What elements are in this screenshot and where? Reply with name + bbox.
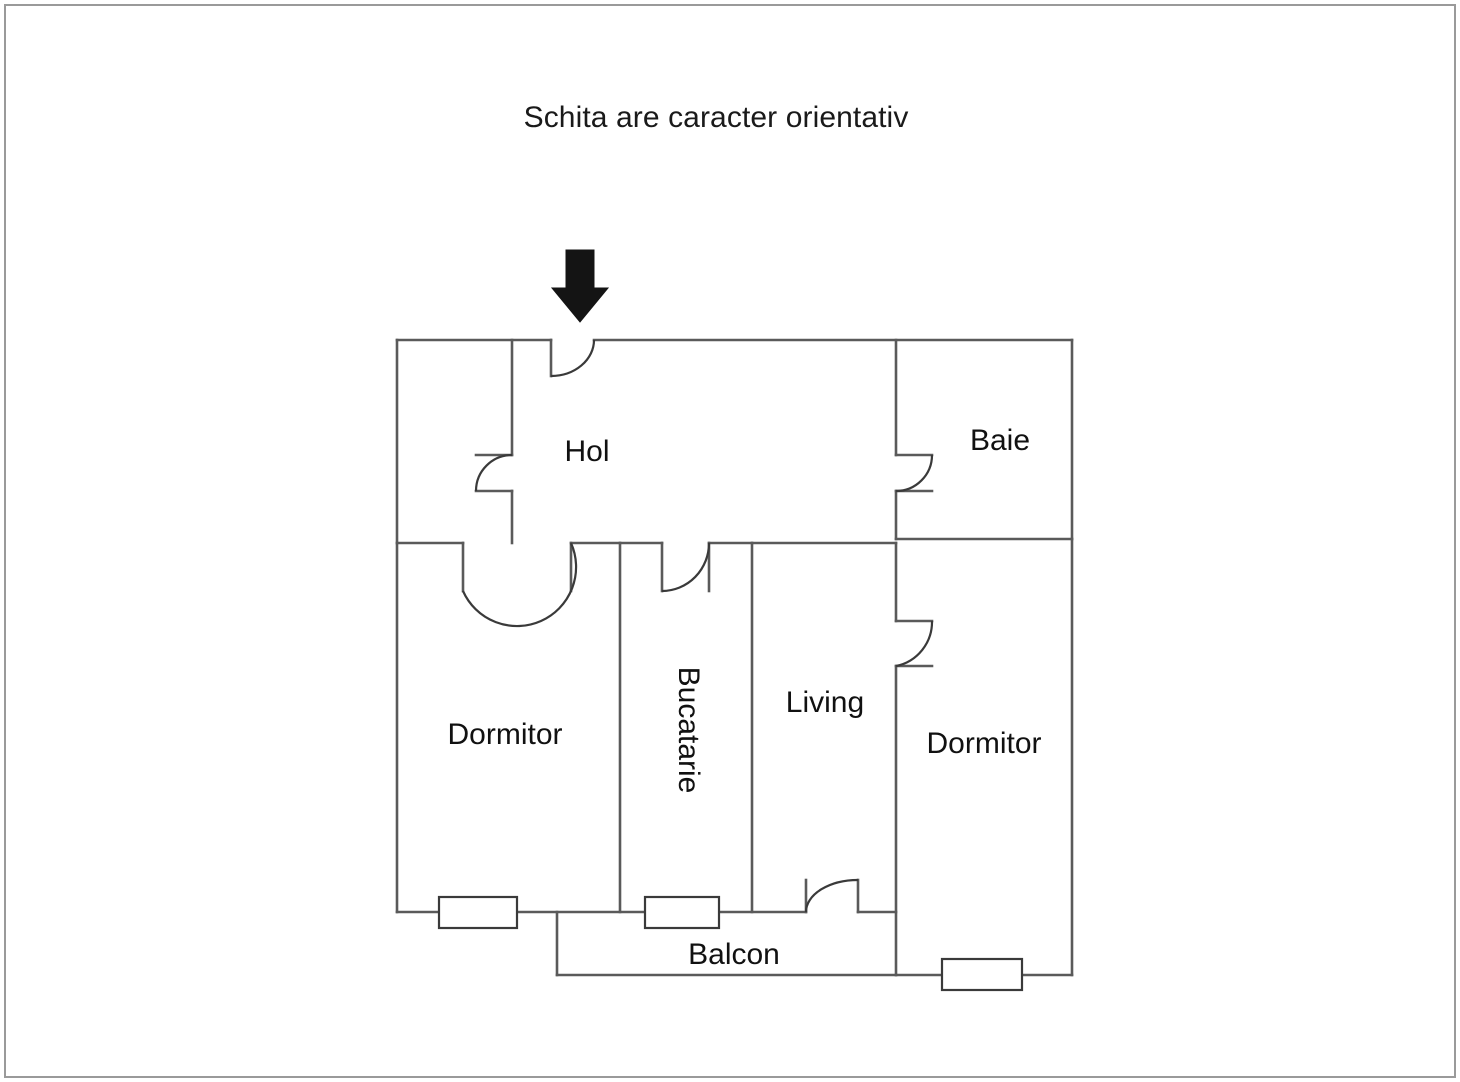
room-label-bucatarie: Bucatarie xyxy=(672,667,705,794)
window-dormitor-right xyxy=(940,957,1024,992)
page-title: Schita are caracter orientativ xyxy=(523,101,909,134)
room-label-dormitor-left: Dormitor xyxy=(447,718,562,751)
room-label-living: Living xyxy=(786,686,864,719)
door-swing-arcs xyxy=(461,339,934,913)
door-dormitor-right-arc xyxy=(895,620,934,668)
door-bucatarie-arc xyxy=(661,542,711,593)
room-label-baie: Baie xyxy=(970,424,1030,457)
room-label-hol: Hol xyxy=(564,435,609,468)
window-bucatarie xyxy=(643,895,721,930)
room-label-balcon: Balcon xyxy=(688,938,780,971)
door-topleft-arc xyxy=(474,453,513,492)
door-entrance-arc xyxy=(550,339,596,378)
window-dormitor-left xyxy=(437,895,519,930)
door-baie-arc xyxy=(895,454,934,493)
entrance-arrow-icon xyxy=(550,249,610,323)
windows xyxy=(437,895,1024,992)
room-label-dormitor-right: Dormitor xyxy=(926,727,1041,760)
door-balcon-arc xyxy=(804,878,859,913)
room-labels: Hol Baie Dormitor Bucatarie Living Dormi… xyxy=(447,424,1041,971)
door-dormitor-left-arc xyxy=(461,542,578,628)
wall-outlines xyxy=(395,338,1074,977)
